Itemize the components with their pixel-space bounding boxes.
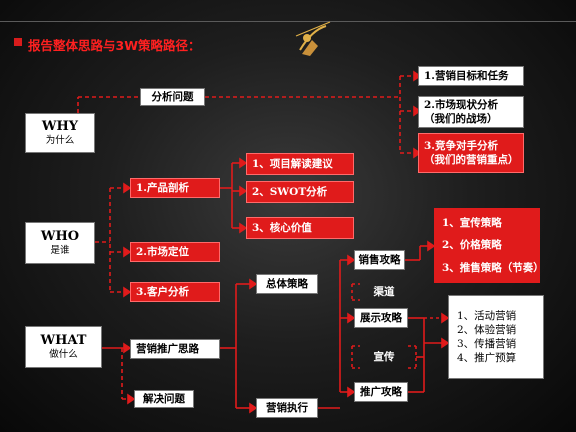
who-title: WHO bbox=[40, 228, 80, 244]
what-subtitle: 做什么 bbox=[49, 349, 78, 361]
who-p3-node: 3、核心价值 bbox=[246, 217, 354, 239]
why-node: WHY 为什么 bbox=[25, 113, 95, 153]
who-node: WHO 是谁 bbox=[25, 222, 95, 264]
why-goal-node: 1.营销目标和任务 bbox=[418, 66, 524, 86]
promo-node: 推广攻略 bbox=[354, 382, 408, 402]
marketing-list: 1、活动营销 2、体验营销 3、传播营销 4、推广预算 bbox=[448, 295, 544, 379]
why-subtitle: 为什么 bbox=[45, 135, 75, 147]
who-customer-node: 3.客户分析 bbox=[130, 282, 220, 302]
header-divider bbox=[0, 21, 576, 22]
sales-strategy-item: 1、宣传策略 bbox=[442, 217, 502, 230]
what-node: WHAT 做什么 bbox=[25, 326, 102, 368]
title-bullet bbox=[14, 38, 22, 46]
channel-node: 渠道 bbox=[373, 285, 395, 298]
display-node: 展示攻略 bbox=[354, 308, 408, 328]
sales-strategy-list: 1、宣传策略 2、价格策略 3、推售策略（节奏） bbox=[434, 208, 544, 283]
analysis-node: 分析问题 bbox=[140, 88, 205, 106]
what-title: WHAT bbox=[40, 332, 87, 348]
publicity-node: 宣传 bbox=[373, 350, 395, 363]
why-title: WHY bbox=[41, 118, 79, 134]
why-competitor-node: 3.竞争对手分析 （我们的营销重点） bbox=[418, 133, 524, 173]
solve-node: 解决问题 bbox=[134, 390, 194, 408]
who-subtitle: 是谁 bbox=[50, 245, 70, 257]
promo-idea-node: 营销推广思路 bbox=[130, 339, 220, 359]
why-market-line-2: （我们的战场） bbox=[424, 113, 498, 125]
overall-strategy-node: 总体策略 bbox=[256, 274, 318, 294]
sales-node: 销售攻略 bbox=[354, 250, 405, 270]
who-product-node: 1.产品剖析 bbox=[130, 178, 220, 198]
marketing-item: 4、推广预算 bbox=[457, 352, 517, 365]
why-market-node: 2.市场现状分析 （我们的战场） bbox=[418, 96, 524, 128]
sales-strategy-item: 3、推售策略（节奏） bbox=[442, 261, 544, 274]
who-position-node: 2.市场定位 bbox=[130, 242, 220, 262]
marketing-item: 1、活动营销 bbox=[457, 309, 517, 322]
marketing-item: 3、传播营销 bbox=[457, 338, 517, 350]
marketing-item: 2、体验营销 bbox=[457, 323, 517, 336]
why-market-line-1: 2.市场现状分析 bbox=[424, 98, 498, 111]
who-p1-node: 1、项目解读建议 bbox=[246, 153, 354, 175]
page-title: 报告整体思路与3W策略路径： bbox=[28, 38, 201, 53]
who-p2-node: 2、SWOT分析 bbox=[246, 181, 354, 203]
execution-node: 营销执行 bbox=[256, 398, 318, 418]
why-competitor-line-2: （我们的营销重点） bbox=[424, 154, 519, 166]
sales-strategy-item: 2、价格策略 bbox=[442, 239, 502, 252]
why-competitor-line-1: 3.竞争对手分析 bbox=[424, 139, 498, 152]
